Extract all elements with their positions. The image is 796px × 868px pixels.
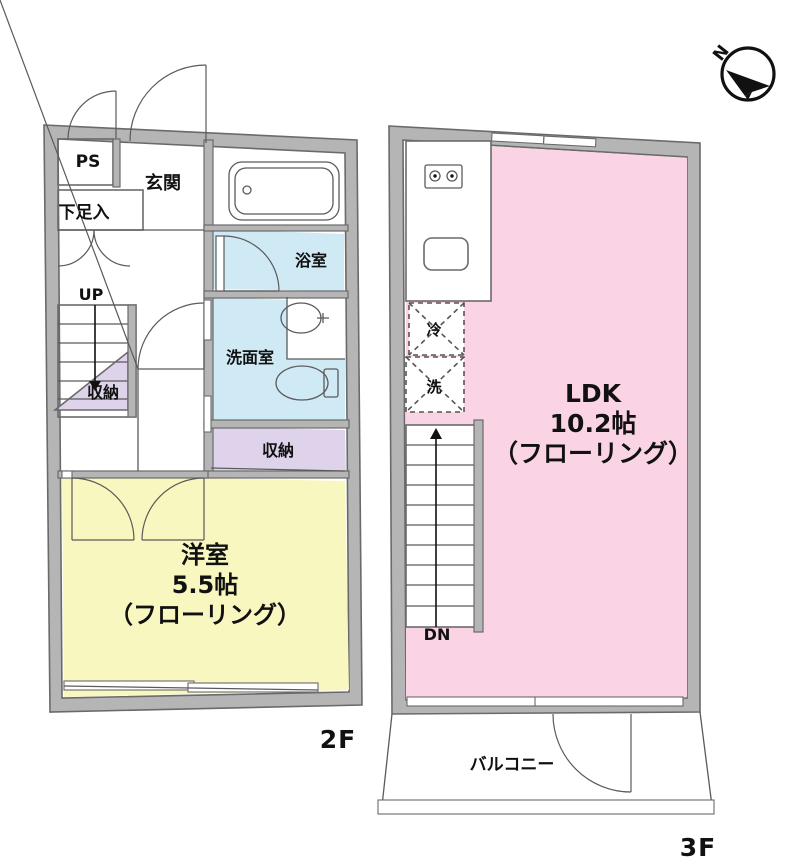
label-ps: PS — [76, 152, 101, 172]
floor-3f-plan: 冷 洗 DN LDK 10.2帖 （フローリング） バルコニー 3F — [377, 125, 716, 862]
interior-wall — [57, 470, 209, 479]
interior-wall — [203, 419, 350, 429]
label-western-room-flooring: （フローリング） — [109, 601, 301, 629]
door-swing-bathroom — [215, 235, 280, 292]
label-balcony: バルコニー — [470, 755, 555, 775]
label-western-room: 洋室 — [181, 541, 229, 569]
exterior-wall-2f — [43, 124, 363, 713]
door-swing-getabako — [57, 229, 131, 267]
door-swing-ps — [67, 90, 117, 140]
room-fill-bathroom — [211, 229, 344, 291]
label-ldk-flooring: （フローリング） — [493, 439, 693, 468]
room-fill-storage-closet — [211, 427, 346, 474]
room-fill-kitchen — [406, 141, 491, 301]
label-fridge: 冷 — [426, 321, 441, 339]
label-up: UP — [79, 285, 104, 304]
label-storage-under-stair: 収納 — [87, 383, 119, 402]
window-ldk-bottom — [406, 696, 684, 707]
label-getabako: 下足入 — [59, 203, 110, 223]
floor-tag-3f: 3F — [680, 833, 716, 862]
washbasin-icon — [280, 302, 329, 334]
staircase-up — [52, 304, 137, 418]
toilet-icon — [275, 365, 339, 401]
balcony-area — [377, 711, 715, 815]
interior-wall — [203, 470, 350, 479]
staircase-down — [405, 419, 484, 633]
label-washer: 洗 — [426, 378, 441, 396]
label-genkan: 玄関 — [145, 172, 181, 194]
door-swing-bedroom-left — [61, 470, 135, 541]
fridge-space-icon — [408, 302, 465, 356]
floor-tag-2f: 2F — [320, 725, 356, 754]
label-dn: DN — [424, 625, 451, 644]
label-ldk-size: 10.2帖 — [550, 409, 637, 438]
label-bathroom: 浴室 — [295, 251, 327, 270]
stove-icon — [424, 164, 463, 189]
window-bedroom-bottom — [63, 680, 319, 693]
kitchen-sink-icon — [423, 237, 469, 271]
label-western-room-size: 5.5帖 — [172, 571, 239, 599]
label-ldk: LDK — [565, 379, 623, 408]
washer-space-icon — [405, 356, 465, 413]
door-swing-bedroom-right — [141, 477, 205, 541]
interior-wall — [203, 290, 349, 299]
bathtub-icon — [228, 161, 340, 221]
balcony-rail — [377, 799, 715, 815]
floor-2f-plan: PS 玄関 下足入 UP 収納 浴室 洗面室 収納 洋室 5.5帖 （フローリン… — [0, 0, 363, 754]
window-ldk-top — [490, 132, 597, 148]
compass-north-icon: N — [709, 42, 776, 102]
label-washroom: 洗面室 — [226, 348, 274, 367]
label-storage-closet: 収納 — [262, 441, 294, 460]
interior-wall — [203, 224, 349, 232]
door-swing-hall — [0, 0, 205, 370]
door-swing-entrance — [129, 64, 207, 143]
